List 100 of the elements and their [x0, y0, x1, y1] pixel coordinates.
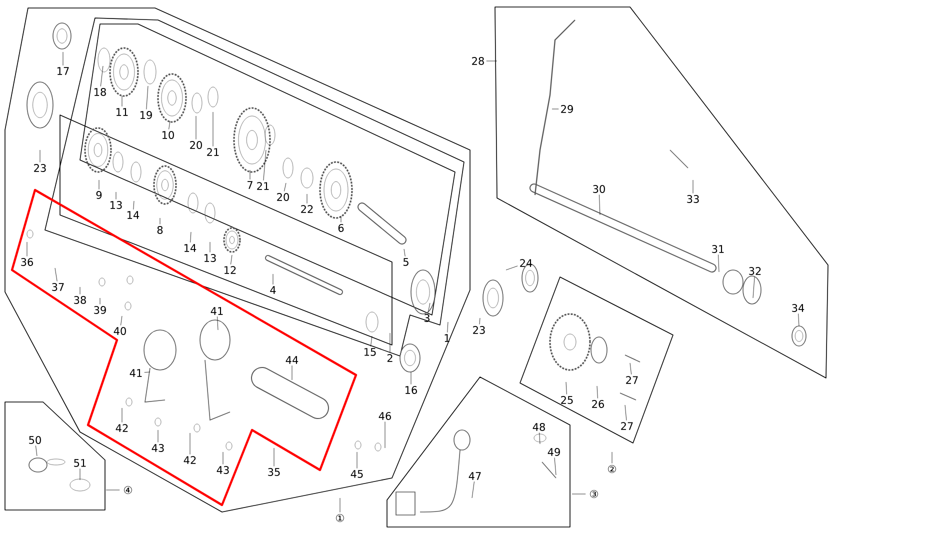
leader-line — [410, 372, 412, 385]
callout-number: 38 — [74, 296, 86, 304]
callout-number: 5 — [403, 258, 408, 266]
callout-number: 42 — [184, 456, 196, 464]
callout-number: 23 — [473, 326, 485, 334]
leader-line — [447, 322, 448, 333]
callout-number: 26 — [592, 400, 604, 408]
leader-line — [144, 372, 150, 373]
callout-number: 13 — [204, 254, 216, 262]
callout-number: 6 — [338, 224, 344, 232]
leader-line — [718, 254, 720, 272]
leader-line — [506, 266, 518, 270]
leader-line — [624, 404, 627, 421]
leader-line — [263, 150, 266, 181]
leader-line — [599, 194, 600, 216]
callout-number: 17 — [57, 67, 69, 75]
callout-number: 41 — [210, 307, 223, 315]
callout-number: 27 — [626, 376, 638, 384]
leader-line — [230, 254, 232, 265]
leader-line — [596, 386, 598, 399]
leader-line — [472, 481, 474, 498]
leader-line — [120, 316, 122, 326]
leader-line — [36, 445, 38, 456]
callout-number: 30 — [593, 185, 605, 193]
leader-line — [752, 276, 755, 298]
callout-number: 45 — [350, 470, 363, 478]
callout-number: 44 — [286, 356, 298, 364]
callout-number: ④ — [124, 486, 132, 494]
callout-number: 20 — [190, 141, 202, 149]
callout-number: 12 — [224, 266, 236, 274]
callout-number: ① — [336, 514, 344, 522]
callout-number: 9 — [96, 191, 102, 199]
leader-line — [217, 316, 218, 330]
leader-line — [566, 382, 567, 395]
callout-number: 22 — [301, 205, 313, 213]
callout-number: 48 — [532, 423, 545, 431]
callout-number: 16 — [405, 386, 417, 394]
leader-line — [370, 336, 372, 347]
leader-line — [692, 180, 694, 194]
leader-line — [100, 66, 104, 87]
callout-number: 37 — [52, 283, 64, 291]
callout-number: ② — [608, 465, 616, 473]
callout-number: 4 — [270, 286, 276, 294]
callout-number: 15 — [364, 348, 376, 356]
callout-number: 34 — [792, 304, 804, 312]
callout-number: 47 — [468, 472, 481, 480]
leader-line — [222, 452, 224, 465]
leader-line — [306, 194, 308, 204]
callout-number: 2 — [387, 354, 392, 362]
leader-line — [539, 432, 540, 444]
callout-number: 10 — [162, 131, 174, 139]
callout-number: 20 — [277, 193, 289, 201]
callout-number: 36 — [21, 258, 33, 266]
callout-number: 19 — [140, 111, 152, 119]
callout-number: 13 — [110, 201, 122, 209]
leader-line — [168, 120, 170, 130]
callout-number: 32 — [749, 267, 761, 275]
callout-number: 28 — [472, 57, 484, 65]
callout-number: 43 — [216, 466, 229, 474]
callout-number: 24 — [520, 259, 532, 267]
leader-line — [486, 60, 498, 62]
callout-number: 14 — [184, 244, 196, 252]
callout-number: 27 — [621, 422, 633, 430]
leader-line — [554, 457, 556, 476]
callout-number: 51 — [74, 459, 86, 467]
leader-line — [384, 421, 386, 448]
callout-number: 49 — [548, 448, 560, 456]
leader-line — [62, 52, 64, 66]
callout-number: 21 — [257, 182, 269, 190]
leader-line — [630, 362, 632, 375]
callout-number: 23 — [34, 164, 46, 172]
callout-number: 21 — [207, 148, 219, 156]
callout-number: 29 — [561, 105, 573, 113]
callout-number: 43 — [152, 444, 164, 452]
leader-line — [428, 302, 430, 313]
callout-number: 3 — [424, 314, 430, 322]
callout-number: 40 — [114, 327, 126, 335]
callout-number: 41 — [130, 369, 142, 377]
leader-line — [356, 452, 358, 469]
callout-number: 25 — [561, 396, 573, 404]
callout-number: 35 — [268, 468, 280, 476]
callout-number: 8 — [157, 226, 163, 234]
leader-line — [798, 313, 800, 326]
callout-number: 1 — [444, 334, 450, 342]
leader-line — [26, 242, 28, 257]
callout-number: ③ — [590, 490, 598, 498]
callout-number: 46 — [378, 412, 391, 420]
leader-line — [340, 216, 342, 223]
leader-line — [190, 232, 192, 243]
leader-line — [404, 248, 406, 257]
leader-line — [133, 200, 134, 210]
leader-line — [98, 180, 100, 190]
callout-number: 42 — [116, 424, 128, 432]
callout-number: 18 — [94, 88, 106, 96]
leader-line — [272, 274, 274, 285]
leader-line — [552, 108, 559, 110]
callout-number: 14 — [127, 211, 140, 219]
leader-line — [284, 182, 286, 192]
callout-number: 39 — [94, 306, 106, 314]
leader-line — [54, 268, 58, 282]
